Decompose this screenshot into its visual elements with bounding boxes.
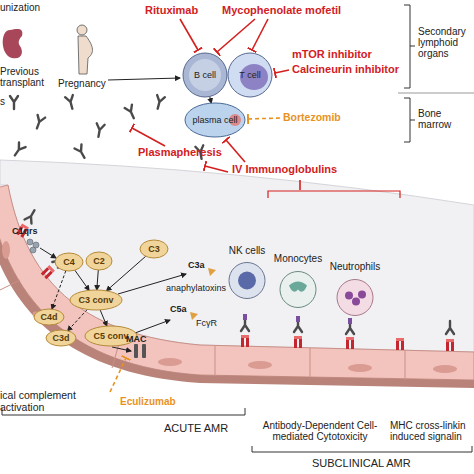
mhc-molecule <box>294 336 302 348</box>
node-label: C3d <box>40 333 82 343</box>
cell-nucleus <box>289 282 307 292</box>
complement-factor: C2 <box>86 252 112 270</box>
drug-label: Mycophenolate mofetil <box>222 4 362 16</box>
mhc-molecule <box>41 265 55 279</box>
mhc-molecule <box>346 337 354 349</box>
fragment-text: s <box>0 96 10 107</box>
antibody <box>10 96 18 109</box>
ivig-arrow <box>299 180 301 190</box>
antibody <box>446 321 454 334</box>
molecule-label: anaphylatoxins <box>166 283 236 293</box>
endothelial-nuclei <box>2 241 457 373</box>
endothelium <box>0 185 474 380</box>
fc-receptor <box>243 314 352 324</box>
region-label: Bone marrow <box>418 108 474 130</box>
pathway-arrows <box>40 78 186 351</box>
complement-fragment: C4d <box>34 309 64 325</box>
separator <box>398 93 474 94</box>
node-label: C4d <box>28 312 70 322</box>
source-label: Pregnancy <box>58 78 113 89</box>
pathway-arrow <box>97 270 99 290</box>
cell-body <box>280 272 316 308</box>
receptor-label: FcγR <box>196 318 236 328</box>
cell-nucleus <box>358 291 366 299</box>
mac-pore <box>134 344 146 358</box>
node-label: C2 <box>80 256 118 266</box>
complement-factor: C4 <box>55 253 83 271</box>
anaphylatoxin-symbol <box>190 268 216 320</box>
pathway-arrow <box>100 310 107 326</box>
mhc-molecule <box>446 339 454 351</box>
cell-nucleus <box>238 272 256 290</box>
node-label: C3 <box>134 244 174 254</box>
neutrophil: Neutrophils <box>326 262 384 320</box>
source-label: Previous transplant <box>0 66 52 88</box>
category-label: ACUTE AMR <box>164 422 244 434</box>
mechanism-label: Antibody-Dependent Cell-mediated Cytotox… <box>250 420 390 442</box>
pathway-arrow <box>210 96 211 103</box>
drug-label: Eculizumab <box>120 396 190 407</box>
fragment-text: unization <box>0 2 60 13</box>
mhc-molecule <box>396 338 404 350</box>
cell-label: NK cells <box>216 246 278 256</box>
category-label: SUBCLINICAL AMR <box>312 457 432 469</box>
t-cell: T cell <box>228 53 272 97</box>
mechanism-label: MHC cross-linkin induced signalin <box>390 420 474 442</box>
drug-label: mTOR inhibitor <box>292 48 402 60</box>
plasma-cell: plasma cell <box>185 103 245 137</box>
cell-label: Neutrophils <box>320 262 390 272</box>
drug-label: Calcineurin inhibitor <box>292 63 404 75</box>
pregnancy-icon <box>77 25 92 74</box>
drug-label: Rituximab <box>145 4 225 16</box>
pathway-arrow <box>68 309 88 330</box>
node-label: C4 <box>49 257 89 267</box>
inhibition-lines <box>110 118 280 392</box>
bracket <box>2 5 472 452</box>
antibody <box>12 142 26 157</box>
antibody <box>25 208 38 223</box>
antibody <box>75 145 88 160</box>
cell-label: Monocytes <box>264 254 332 264</box>
complement-label: MAC <box>126 334 156 344</box>
cell-body <box>229 263 265 299</box>
cell-body <box>337 280 373 316</box>
pathway-arrow <box>75 270 89 290</box>
c1qrs-complex <box>27 239 39 253</box>
drug-label: Plasmapheresis <box>138 146 238 158</box>
pathway-arrow <box>52 271 66 309</box>
cell-borders <box>0 280 405 380</box>
complement-label: C5a <box>170 304 200 314</box>
drug-label: IV Immunoglobulins <box>232 163 362 175</box>
nk-cell: NK cells <box>222 246 272 302</box>
antibody <box>125 105 138 120</box>
convertase: C3 conv <box>70 290 122 310</box>
mhc-molecule <box>241 335 249 347</box>
complement-fragment: C3d <box>46 330 76 346</box>
node-label: T cell <box>222 70 278 80</box>
cell-nucleus <box>345 292 353 300</box>
antibody <box>94 123 104 137</box>
drug-label: Bortezomib <box>283 112 353 124</box>
antibody <box>65 95 76 110</box>
monocyte: Monocytes <box>270 254 326 312</box>
node-label: C3 conv <box>64 295 128 305</box>
complement-label: C1qrs <box>12 226 52 236</box>
b-cell: B cell <box>183 53 227 97</box>
basement-membrane <box>0 190 474 388</box>
complement-factor: C3 <box>140 240 168 258</box>
node-label: plasma cell <box>179 115 251 125</box>
antibody <box>154 95 165 110</box>
mechanism-label: ical complement activation <box>0 390 88 414</box>
node-label: B cell <box>177 70 233 80</box>
region-label: Secondary lymphoid organs <box>418 26 474 60</box>
inhibition-lines <box>132 19 289 172</box>
kidney-icon <box>3 29 23 58</box>
bracket <box>268 191 400 198</box>
antibody <box>33 115 45 130</box>
cell-nucleus <box>352 298 360 306</box>
complement-label: C3a <box>188 260 218 270</box>
